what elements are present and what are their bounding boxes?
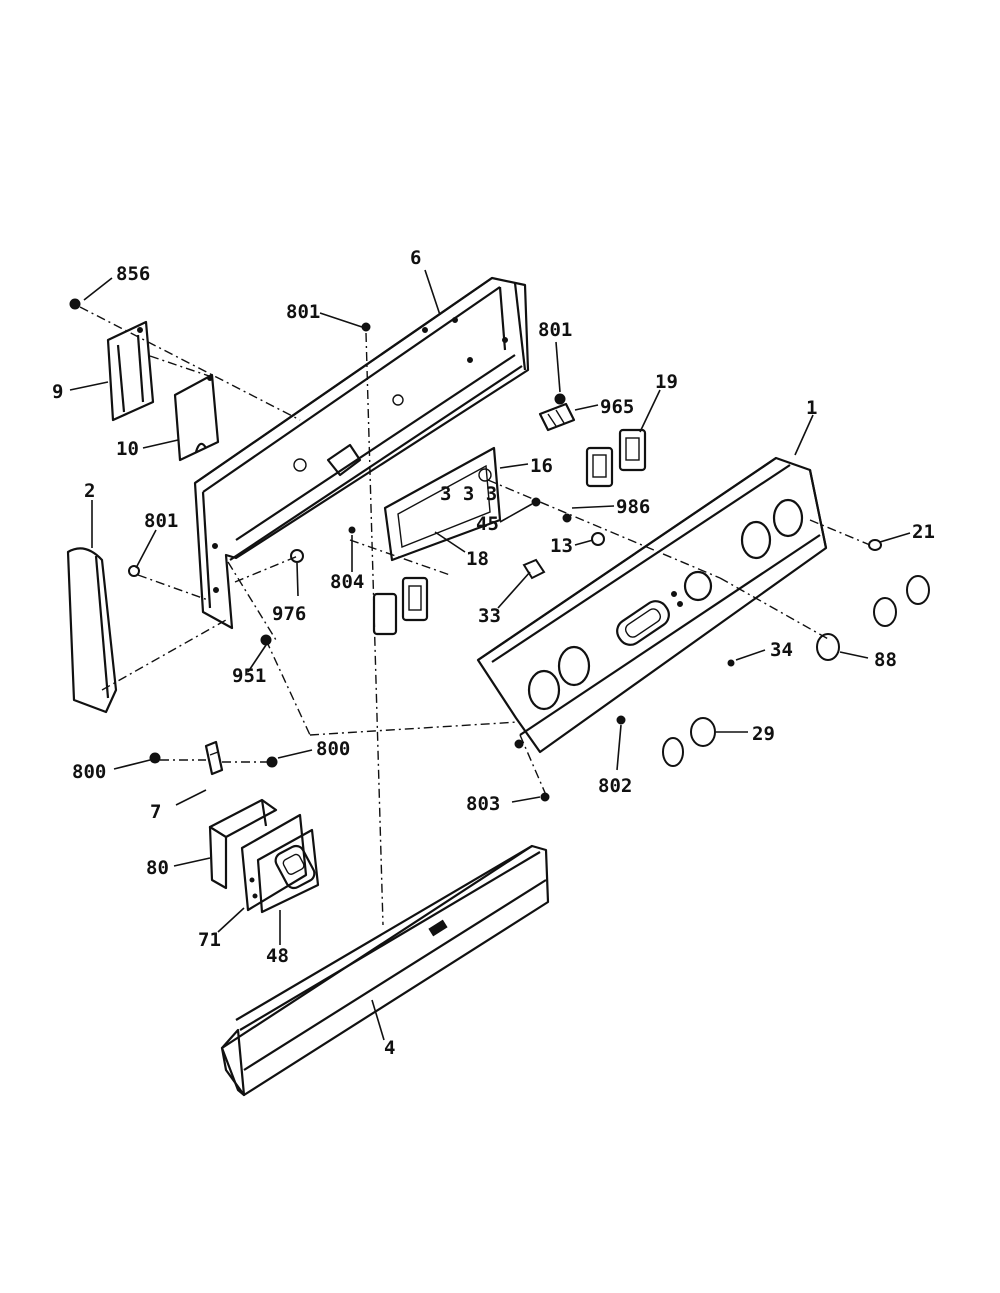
callout-88: 88 — [874, 649, 897, 671]
switch-pair-part — [372, 576, 429, 636]
callout-965: 965 — [600, 396, 634, 418]
callout-9: 9 — [52, 381, 63, 403]
bottom-trim-part — [220, 844, 550, 1097]
callout-33: 33 — [478, 605, 501, 627]
bracket-10-part — [173, 373, 220, 462]
callout-16: 16 — [530, 455, 553, 477]
knobs-part — [662, 539, 930, 767]
callout-800-left: 800 — [72, 761, 106, 783]
plate-marking-text: 3 3 3 — [440, 483, 497, 505]
callout-80: 80 — [146, 857, 169, 879]
callout-803: 803 — [466, 793, 500, 815]
callout-976: 976 — [272, 603, 306, 625]
callout-4: 4 — [384, 1037, 395, 1059]
callout-29: 29 — [752, 723, 775, 745]
callout-7: 7 — [150, 801, 161, 823]
callout-labels: 856 6 801 801 9 965 19 1 10 16 986 2 801… — [52, 247, 935, 1059]
leader-lines — [69, 269, 911, 1041]
callout-856: 856 — [116, 263, 150, 285]
terminal-block-part — [538, 402, 576, 432]
hardware-part — [69, 298, 735, 802]
side-trim-part — [66, 547, 118, 714]
callout-19: 19 — [655, 371, 678, 393]
callout-10: 10 — [116, 438, 139, 460]
switch-plate-part: 3 3 3 — [383, 446, 502, 562]
callout-45: 45 — [476, 513, 499, 535]
callout-986: 986 — [616, 496, 650, 518]
callout-951: 951 — [232, 665, 266, 687]
clock-module-part — [208, 798, 320, 914]
callout-71: 71 — [198, 929, 221, 951]
control-panel-part — [476, 456, 828, 754]
callout-1: 1 — [806, 397, 817, 419]
callout-21: 21 — [912, 521, 935, 543]
callout-800-right: 800 — [316, 738, 350, 760]
callout-802: 802 — [598, 775, 632, 797]
callout-801-left: 801 — [144, 510, 178, 532]
callout-804: 804 — [330, 571, 364, 593]
callout-18: 18 — [466, 548, 489, 570]
rear-panel-part — [193, 276, 530, 630]
callout-801-right: 801 — [538, 319, 572, 341]
callout-34: 34 — [770, 639, 793, 661]
assembly-lines — [79, 306, 871, 926]
clip-7-part — [204, 740, 224, 776]
callout-2: 2 — [84, 480, 95, 502]
callout-48: 48 — [266, 945, 289, 967]
bracket-9-part — [106, 320, 155, 422]
callout-13: 13 — [550, 535, 573, 557]
switch-19-part — [585, 428, 647, 488]
callout-6: 6 — [410, 247, 421, 269]
callout-801-top: 801 — [286, 301, 320, 323]
